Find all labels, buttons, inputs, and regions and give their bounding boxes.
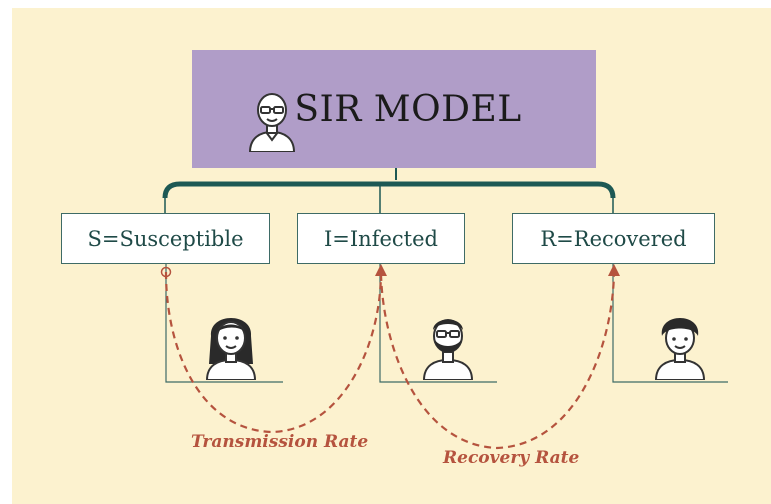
node-recovered: R=Recovered [512, 213, 715, 264]
node-susceptible-label: S=Susceptible [87, 226, 244, 251]
transmission-rate-label: Transmission Rate [191, 432, 369, 452]
title-box: SIR MODEL [192, 50, 596, 168]
node-recovered-label: R=Recovered [540, 226, 687, 251]
node-susceptible: S=Susceptible [61, 213, 270, 264]
leg-s [165, 264, 283, 383]
recovery-rate-label: Recovery Rate [443, 448, 580, 468]
bracket-bar [162, 181, 616, 199]
arrowhead-recovered [608, 264, 620, 276]
bearded-man-icon [422, 319, 474, 380]
diagram-title: SIR MODEL [294, 88, 522, 130]
arrowhead-infected [375, 264, 387, 276]
node-infected: I=Infected [297, 213, 465, 264]
node-infected-label: I=Infected [324, 226, 438, 251]
woman-icon [205, 318, 257, 380]
leg-r [612, 264, 728, 383]
boy-icon [654, 318, 706, 380]
leg-i [379, 264, 497, 383]
bald-man-icon [248, 93, 296, 152]
arc-start-circle [160, 266, 172, 278]
transmission-arc [164, 271, 383, 434]
recovery-arc [379, 273, 616, 450]
